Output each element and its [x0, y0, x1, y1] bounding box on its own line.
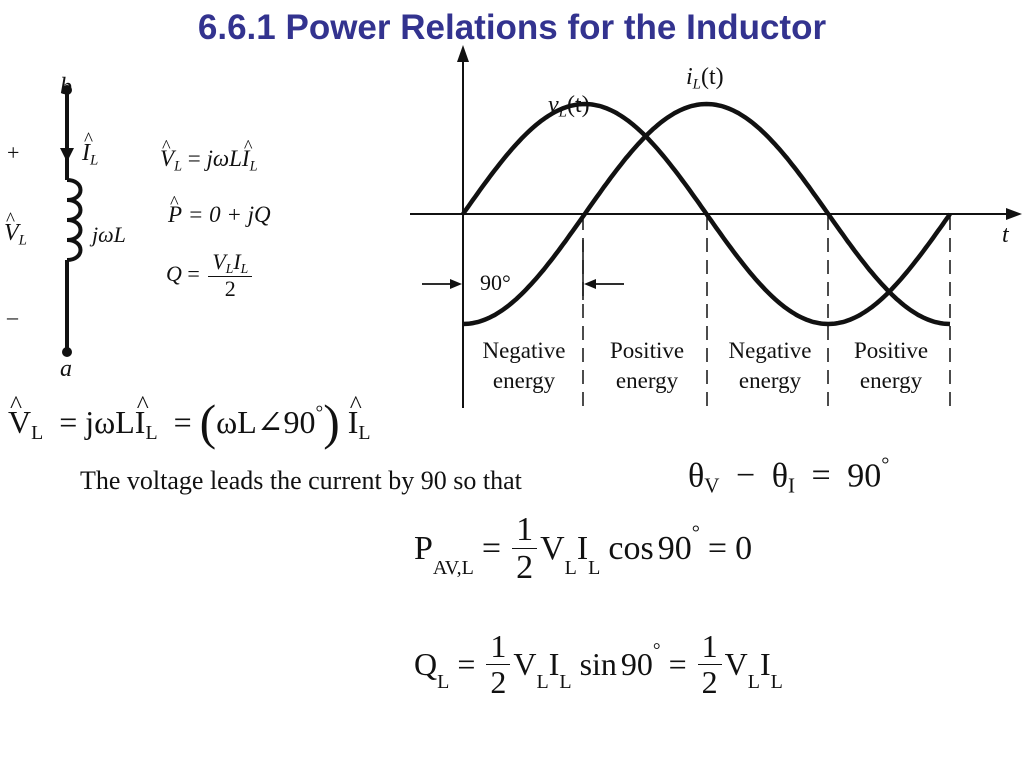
- inductor-coil: [66, 178, 83, 262]
- node-a-label: a: [60, 356, 72, 382]
- vertical-axis-arrowhead: [457, 45, 469, 62]
- leads-text: The voltage leads the current by 90 so t…: [80, 466, 522, 495]
- inductor-circuit-diagram: [60, 85, 83, 357]
- voltage-curve-label: vL(t): [548, 92, 590, 121]
- impedance-label: jωL: [92, 222, 126, 247]
- current-curve: [462, 101, 951, 327]
- voltage-curve: [461, 101, 952, 327]
- phase-arrowhead-left: [450, 279, 462, 289]
- current-label: IL: [82, 129, 98, 169]
- current-curve-label: iL(t): [686, 64, 724, 93]
- region-dividers: [582, 216, 951, 408]
- voltage-label: VL: [4, 209, 27, 249]
- phase-arrowhead-right: [584, 279, 596, 289]
- plus-sign: +: [7, 140, 20, 165]
- time-axis-label: t: [1002, 222, 1009, 248]
- node-b-label: b: [60, 74, 72, 100]
- equation-main-phasor: VL =jωLIL =(ωL∠90°) IL: [8, 390, 371, 451]
- time-axis-arrowhead: [1006, 208, 1022, 220]
- node-b-terminal: [62, 85, 72, 95]
- equation-phasor-v: VL = jωLIL: [160, 136, 258, 175]
- current-arrow: [60, 148, 74, 162]
- equation-complex-power: P = 0 + jQ: [168, 192, 271, 228]
- node-a-terminal: [62, 347, 72, 357]
- phase-shift-label: 90°: [480, 270, 511, 295]
- page-title: 6.6.1 Power Relations for the Inductor: [197, 8, 827, 47]
- minus-sign: –: [7, 304, 18, 329]
- equation-phase-difference: θV − θI = 90°: [688, 454, 890, 498]
